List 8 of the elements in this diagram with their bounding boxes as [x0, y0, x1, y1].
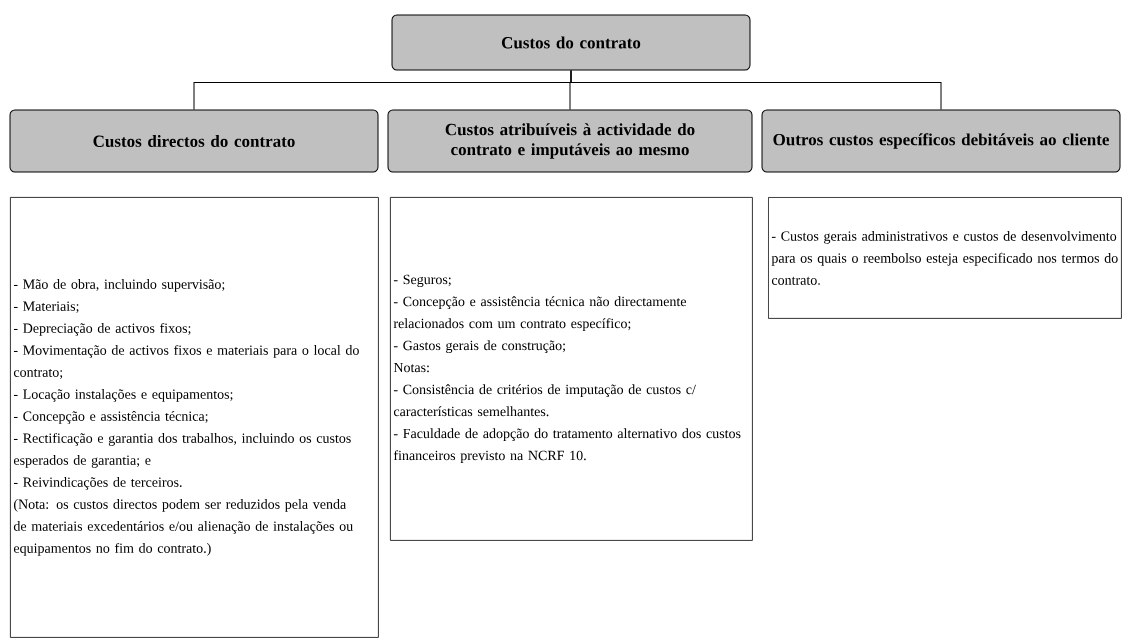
category-box: Custos directos do contrato: [9, 109, 379, 173]
text-box: - Mão de obra, incluindo supervisão; - Materiais; - Depreciação de activos fixos; - Movimentação de activos fixos e materiais para o local do contrato; - Locação instalações e equipamentos; - Concepção e assistência técnica; - Rectificação e garantia dos trabalhos, incluindo os custos esperados de garantia; e - Reivindicações de terceiros. (Nota: os custos directos podem ser reduzidos pela venda de materiais excedentários e/ou alienação de instalações ou equipamentos no fim do contrato.): [10, 197, 379, 638]
text-box: - Custos gerais administrativos e custos de desenvolvimento para os quais o reembolso esteja especificado nos termos do contrato.: [768, 197, 1122, 319]
category-box: Outros custos específicos debitáveis ao cliente: [761, 109, 1121, 173]
text-box: - Seguros; - Concepção e assistência técnica não directamente relacionados com um contrato específico; - Gastos gerais de construção; Notas: - Consistência de critérios de imputação de custos c/ características semelhantes. - Faculdade de adopção do tratamento alternativo dos custos financeiros previsto na NCRF 10.: [390, 197, 753, 541]
connector-line: [570, 70, 942, 110]
category-box: Custos do contrato: [391, 14, 751, 71]
category-box: Custos atribuíveis à actividade do contrato e imputáveis ao mesmo: [387, 109, 753, 173]
